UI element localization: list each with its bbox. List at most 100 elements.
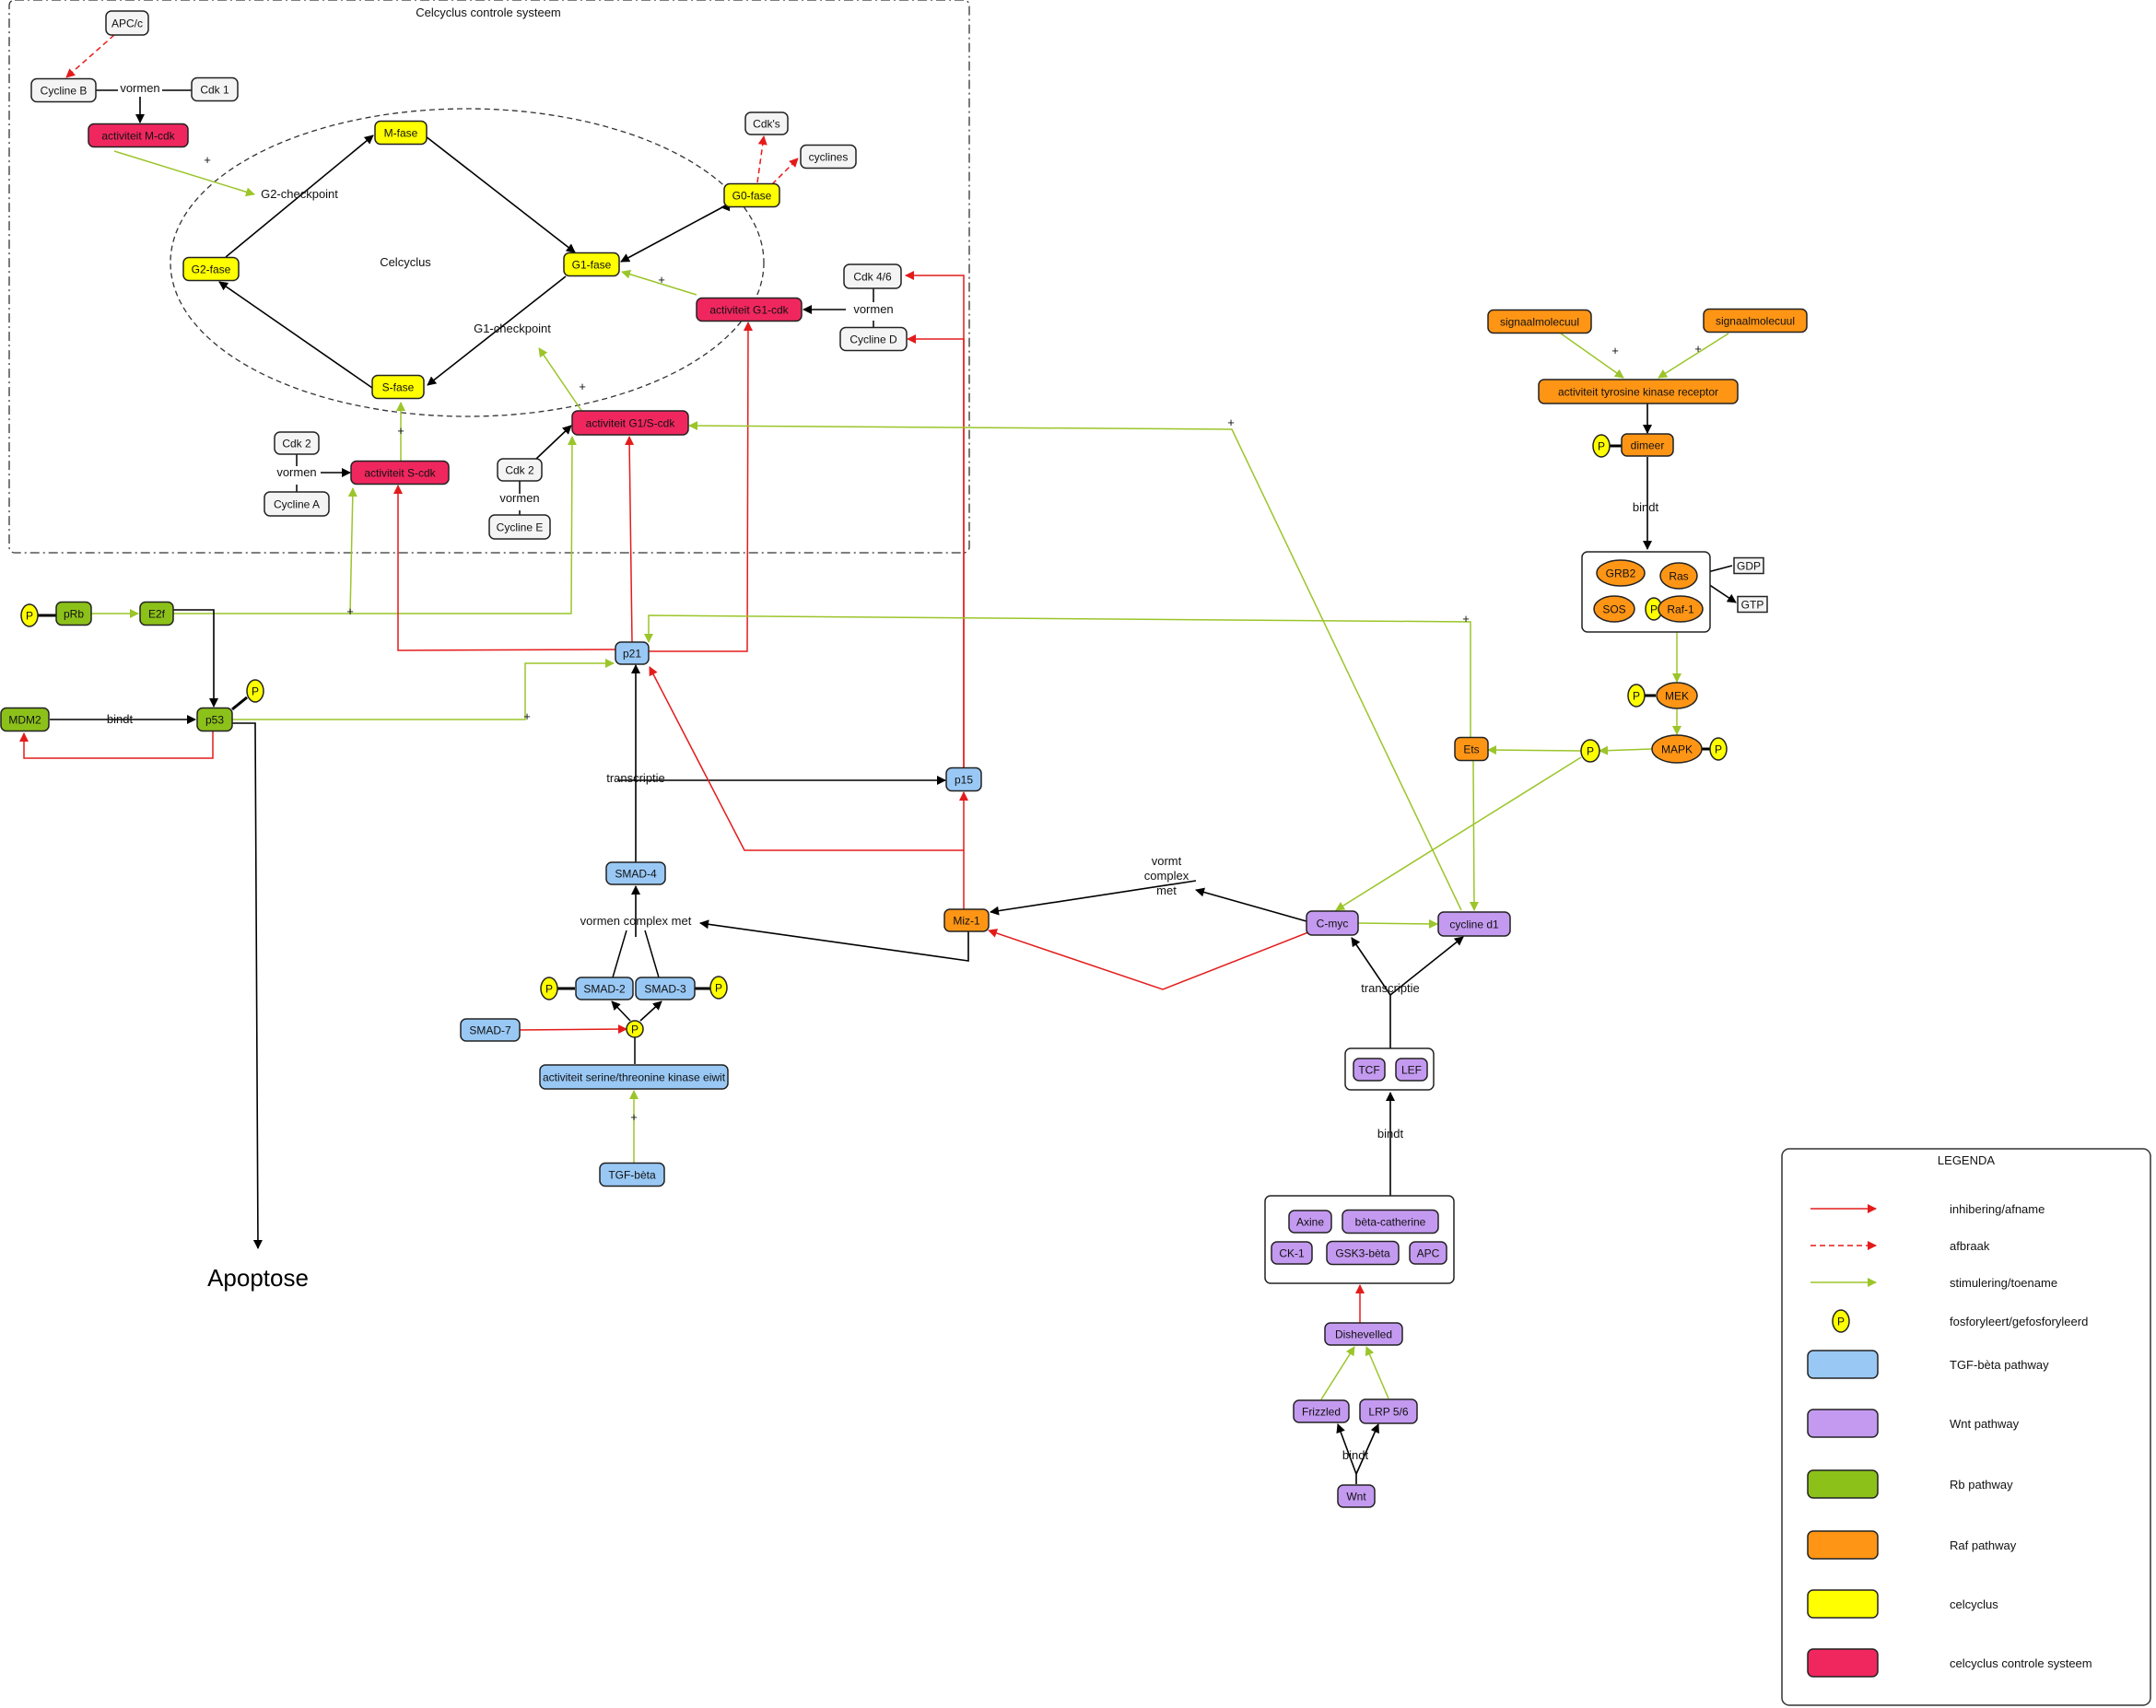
node-p-dimeer: P — [1592, 434, 1611, 458]
inhibition-edge — [625, 436, 635, 643]
node-cycline-d: Cycline D — [839, 326, 908, 352]
legend-label: afbraak — [1950, 1239, 1990, 1253]
node-label: MDM2 — [8, 714, 41, 727]
plus-sign: + — [658, 273, 665, 287]
relation-edge — [990, 880, 1197, 916]
node-label: P — [545, 983, 553, 996]
relation-edge — [699, 909, 969, 962]
plus-sign: + — [1227, 415, 1235, 429]
relation-edge — [225, 135, 374, 258]
node-label: TCF — [1358, 1064, 1379, 1077]
stimulation-edge — [1469, 760, 1479, 911]
legend-item-rb: Rb pathway — [1807, 1469, 2013, 1499]
stimulation-edge — [1658, 333, 1729, 379]
node-shape — [1271, 1241, 1313, 1265]
node-shape — [0, 707, 50, 732]
node-shape — [371, 374, 425, 400]
node-p-mapk: P — [1709, 737, 1728, 761]
plus-sign: + — [1462, 612, 1470, 626]
node-cdks: Cdk's — [744, 111, 789, 135]
edge-label-g2-checkpoint: G2-checkpoint — [261, 187, 338, 201]
node-label: Cdk 4/6 — [853, 271, 892, 284]
stimulation-edge — [1487, 745, 1582, 755]
legend-label: TGF-bèta pathway — [1950, 1358, 2049, 1372]
node-cmyc: C-myc — [1306, 910, 1359, 936]
node-label: Cdk 2 — [505, 464, 534, 477]
node-cycline-a: Cycline A — [264, 491, 330, 517]
node-wnt: Wnt — [1337, 1484, 1376, 1508]
node-axine: Axine — [1288, 1210, 1332, 1234]
edge-label-g1-checkpoint: G1-checkpoint — [474, 322, 551, 335]
node-label: P — [631, 1024, 639, 1036]
edge-label-vormen: vormen — [276, 465, 316, 479]
node-label: Cycline D — [850, 333, 897, 346]
node-label: MEK — [1665, 690, 1689, 703]
node-tyrosine: activiteit tyrosine kinase receptor — [1538, 379, 1739, 404]
node-label: activiteit G1/S-cdk — [586, 417, 676, 430]
stimulation-edge — [1365, 1346, 1389, 1399]
node-label: GRB2 — [1606, 567, 1636, 580]
legend-label: Raf pathway — [1950, 1538, 2017, 1552]
node-label: activiteit serine/threonine kinase eiwit — [543, 1071, 726, 1084]
relation-edge — [427, 275, 567, 386]
node-label: Cycline E — [497, 521, 544, 534]
relation-edge — [425, 135, 576, 253]
legend-item-decay: afbraak — [1810, 1239, 1990, 1253]
node-label: TGF-bèta — [608, 1169, 656, 1182]
node-g1-cdk: activiteit G1-cdk — [696, 297, 803, 322]
node-cdk46: Cdk 4/6 — [843, 263, 902, 289]
relation-edge — [639, 1000, 662, 1022]
node-shape — [1353, 1058, 1386, 1082]
node-label: Wnt — [1346, 1491, 1366, 1503]
node-shape — [1592, 434, 1611, 458]
plus-sign: + — [630, 1110, 638, 1124]
destruction-complex — [1264, 1195, 1455, 1284]
connector-line — [231, 696, 248, 711]
node-shape — [1596, 559, 1646, 587]
node-shape — [1621, 433, 1674, 457]
stimulation-edge — [644, 614, 1471, 737]
connector-line — [644, 930, 660, 978]
node-dimeer: dimeer — [1621, 433, 1674, 457]
node-label: Cdk 1 — [200, 84, 229, 97]
node-label: Axine — [1296, 1216, 1324, 1229]
node-shape — [696, 297, 803, 322]
node-shape — [1709, 737, 1728, 761]
node-shape — [182, 256, 240, 282]
cell-cycle-control-frame — [8, 0, 970, 554]
edge-labels: vormen G2-checkpoint G1-checkpoint vorme… — [107, 81, 1659, 1462]
stimulation-edge — [538, 347, 583, 413]
node-shape — [945, 766, 982, 792]
node-label: pRb — [64, 608, 84, 621]
node-m-cdk: activiteit M-cdk — [88, 123, 189, 148]
node-label: GTP — [1741, 599, 1764, 612]
node-tcf: TCF — [1353, 1058, 1386, 1082]
node-shape — [264, 491, 330, 517]
legend-item-raf: Raf pathway — [1807, 1530, 2017, 1560]
node-label: Ets — [1463, 743, 1479, 756]
decay-edge — [756, 135, 767, 183]
node-frizzled: Frizzled — [1293, 1399, 1350, 1423]
node-p-mid: P — [1580, 739, 1600, 763]
node-shape — [460, 1018, 521, 1042]
relation-edge — [232, 722, 263, 1249]
node-shape — [1538, 379, 1739, 404]
node-label: Raf-1 — [1667, 603, 1694, 616]
node-shape — [55, 601, 92, 626]
node-p-smad3: P — [709, 976, 728, 1000]
node-shape — [350, 460, 450, 485]
relation-edge — [535, 425, 572, 460]
plus-sign: + — [523, 709, 531, 723]
node-prb: pRb — [55, 601, 92, 626]
node-label: P — [1598, 440, 1605, 453]
node-p21: p21 — [615, 641, 650, 665]
node-ck1: CK-1 — [1271, 1241, 1313, 1265]
node-label: signaalmolecuul — [1716, 315, 1795, 328]
node-shape — [1580, 739, 1600, 763]
node-signaal2: signaalmolecuul — [1703, 308, 1808, 333]
frame-title: Celcyclus controle systeem — [416, 6, 561, 19]
stimulation-edge — [1320, 1346, 1355, 1400]
node-shape — [575, 977, 634, 1000]
node-label: cyclines — [809, 151, 849, 164]
